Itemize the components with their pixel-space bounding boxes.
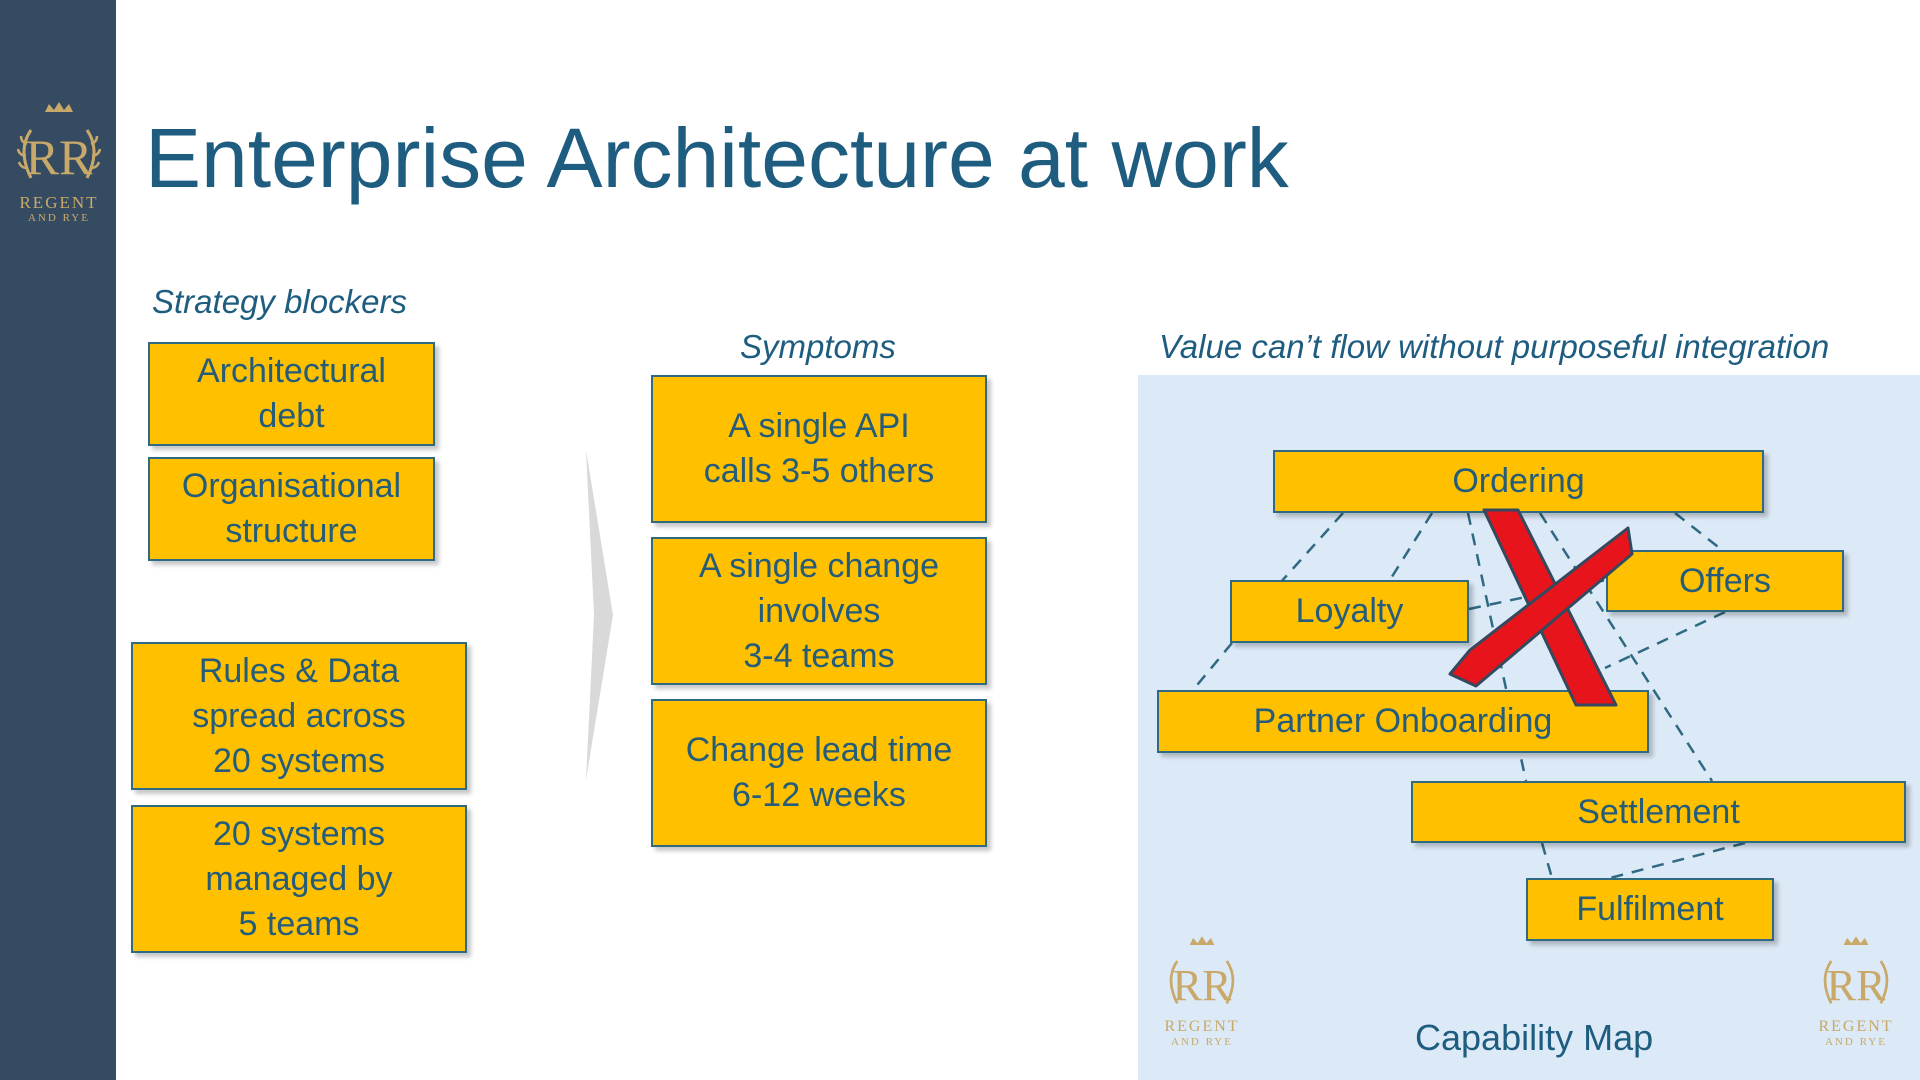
- capability-loyalty: Loyalty: [1230, 580, 1469, 643]
- brand-sub: AND RYE: [1171, 1036, 1233, 1048]
- connector-settlement-fulfilment: [1540, 842, 1554, 879]
- sidebar: [0, 0, 116, 1080]
- svg-text:RR: RR: [26, 129, 93, 185]
- symptom-box-change-teams: A single change involves 3-4 teams: [651, 537, 987, 685]
- connector-ordering-settlement-2: [1538, 512, 1714, 782]
- svg-text:RR: RR: [1173, 961, 1232, 1010]
- value-heading: Value can’t flow without purposeful inte…: [1159, 328, 1830, 365]
- brand-name: REGENT: [1164, 1018, 1240, 1035]
- brand-sub: AND RYE: [28, 212, 90, 224]
- red-cross-icon: [1448, 508, 1634, 707]
- blockers-heading: Strategy blockers: [152, 283, 407, 320]
- connector-loyalty-partner: [1192, 642, 1233, 691]
- blocker-box-systems-teams: 20 systems managed by 5 teams: [131, 805, 467, 953]
- panel-logo-left: RR REGENT AND RYE: [1152, 934, 1252, 1049]
- blocker-box-organisational-structure: Organisational structure: [148, 457, 435, 561]
- brand-sub: AND RYE: [1825, 1036, 1887, 1048]
- connector-ordering-offers: [1674, 512, 1723, 551]
- capability-settlement: Settlement: [1411, 781, 1906, 843]
- blocker-box-architectural-debt: Architectural debt: [148, 342, 435, 446]
- symptom-box-lead-time: Change lead time 6-12 weeks: [651, 699, 987, 847]
- crest-icon: RR: [16, 102, 102, 185]
- connector-offers-partner: [1604, 610, 1726, 670]
- svg-text:RR: RR: [1827, 961, 1886, 1010]
- page-title: Enterprise Architecture at work: [145, 111, 1289, 205]
- brand-logo: RR REGENT AND RYE: [0, 100, 118, 225]
- brand-name: REGENT: [19, 193, 99, 212]
- capability-offers: Offers: [1606, 550, 1844, 612]
- crest-icon: RR: [1169, 936, 1235, 1010]
- connector-ordering-loyalty-2: [1386, 512, 1434, 584]
- symptom-box-api-calls: A single API calls 3-5 others: [651, 375, 987, 523]
- capability-fulfilment: Fulfilment: [1526, 878, 1774, 941]
- capability-map-label: Capability Map: [1415, 1017, 1654, 1058]
- panel-logo-right: RR REGENT AND RYE: [1806, 934, 1906, 1049]
- connector-settlement-fulfilment-2: [1609, 841, 1746, 880]
- blocker-box-rules-data: Rules & Data spread across 20 systems: [131, 642, 467, 790]
- brand-name: REGENT: [1818, 1018, 1894, 1035]
- capability-partner-onboarding: Partner Onboarding: [1157, 690, 1649, 753]
- connector-ordering-loyalty: [1279, 512, 1344, 584]
- crest-icon: RR: [1823, 936, 1889, 1010]
- chevron-arrow: [586, 450, 613, 780]
- symptoms-heading: Symptoms: [740, 328, 896, 365]
